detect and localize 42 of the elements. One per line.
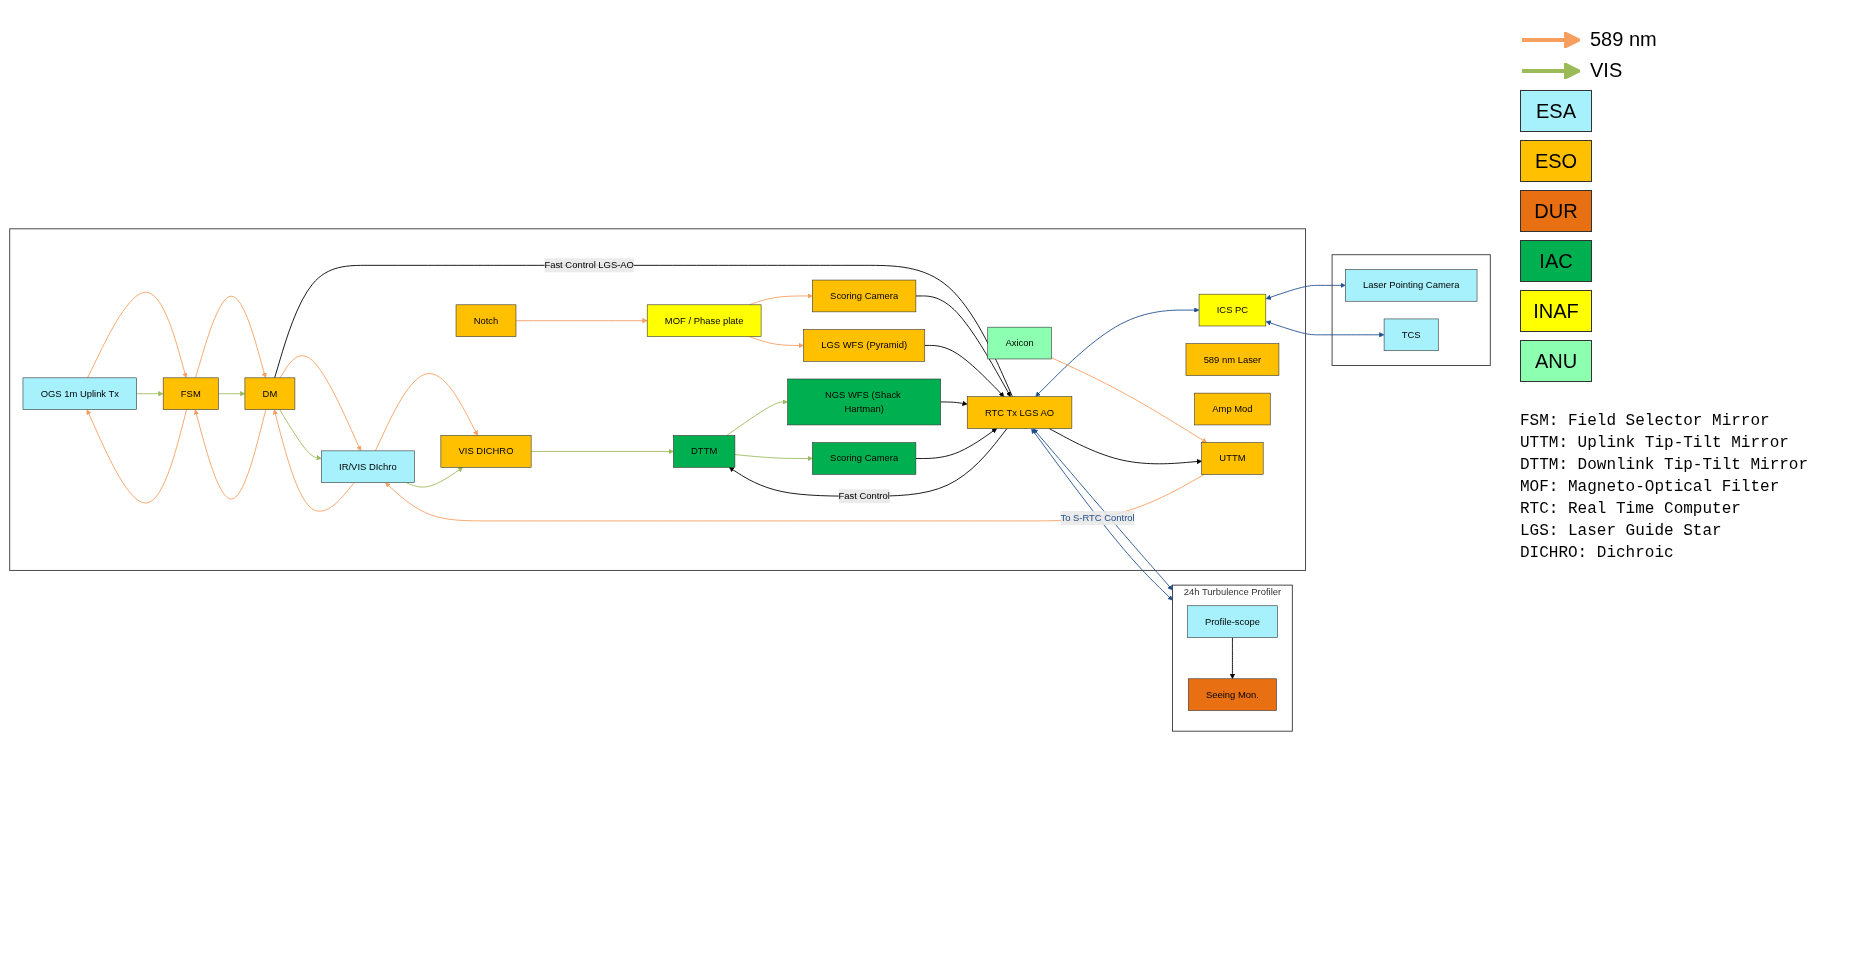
legend-swatch: ESO [1520,140,1592,182]
node-box: 589 nm Laser [1185,343,1280,376]
node-box: MOF / Phase plate [646,304,762,337]
abbreviation-note: UTTM: Uplink Tip-Tilt Mirror [1520,434,1790,452]
node-box: Amp Mod [1194,392,1271,426]
node-box: Scoring Camera [812,279,917,313]
node-box: DTTM [673,435,736,468]
node-box: Profile-scope [1186,605,1278,638]
legend-text: VIS [1590,59,1623,82]
legend-swatch: DUR [1520,190,1592,232]
edge-label: Fast Control LGS-AO [544,260,634,271]
node-box: Notch [455,304,517,337]
abbreviation-note: DICHRO: Dichroic [1520,544,1675,562]
legend-swatch: INAF [1520,290,1592,332]
node-box: ICS PC [1198,293,1267,327]
legend-text: 589 nm [1590,28,1657,51]
legend-swatch: IAC [1520,240,1592,282]
cluster [1331,254,1491,366]
node-box: VIS DICHRO [440,435,532,468]
node-box: FSM [162,377,219,410]
node-box: IR/VIS DIchro [321,450,415,483]
node-box: UTTM [1201,442,1264,475]
abbreviation-note: LGS: Laser Guide Star [1520,522,1723,540]
legend-swatch: ANU [1520,340,1592,382]
node-box: OGS 1m Uplink Tx [22,377,137,410]
node-box: TCS [1383,318,1439,352]
node-box: Scoring Camera [812,442,917,475]
edge-label: To S-RTC Control [1060,512,1135,523]
abbreviation-note: FSM: Field Selector Mirror [1520,412,1771,430]
node-box: LGS WFS (Pyramid) [803,329,926,362]
edge-label: Fast Control [838,490,890,501]
abbreviation-note: DTTM: Downlink Tip-Tilt Mirror [1520,456,1810,474]
node-box: Laser Pointing Camera [1345,269,1478,302]
node-box: Seeing Mon. [1188,678,1277,711]
node-box: DM [244,377,296,410]
cluster [9,228,1306,571]
abbreviation-note: RTC: Real Time Computer [1520,500,1742,518]
node-box: RTC Tx LGS AO [966,396,1073,429]
abbreviation-note: MOF: Magneto-Optical Filter [1520,478,1781,496]
legend-swatch: ESA [1520,90,1592,132]
node-box: NGS WFS (Shack Hartman) [787,378,941,426]
node-box: Axicon [987,326,1052,360]
